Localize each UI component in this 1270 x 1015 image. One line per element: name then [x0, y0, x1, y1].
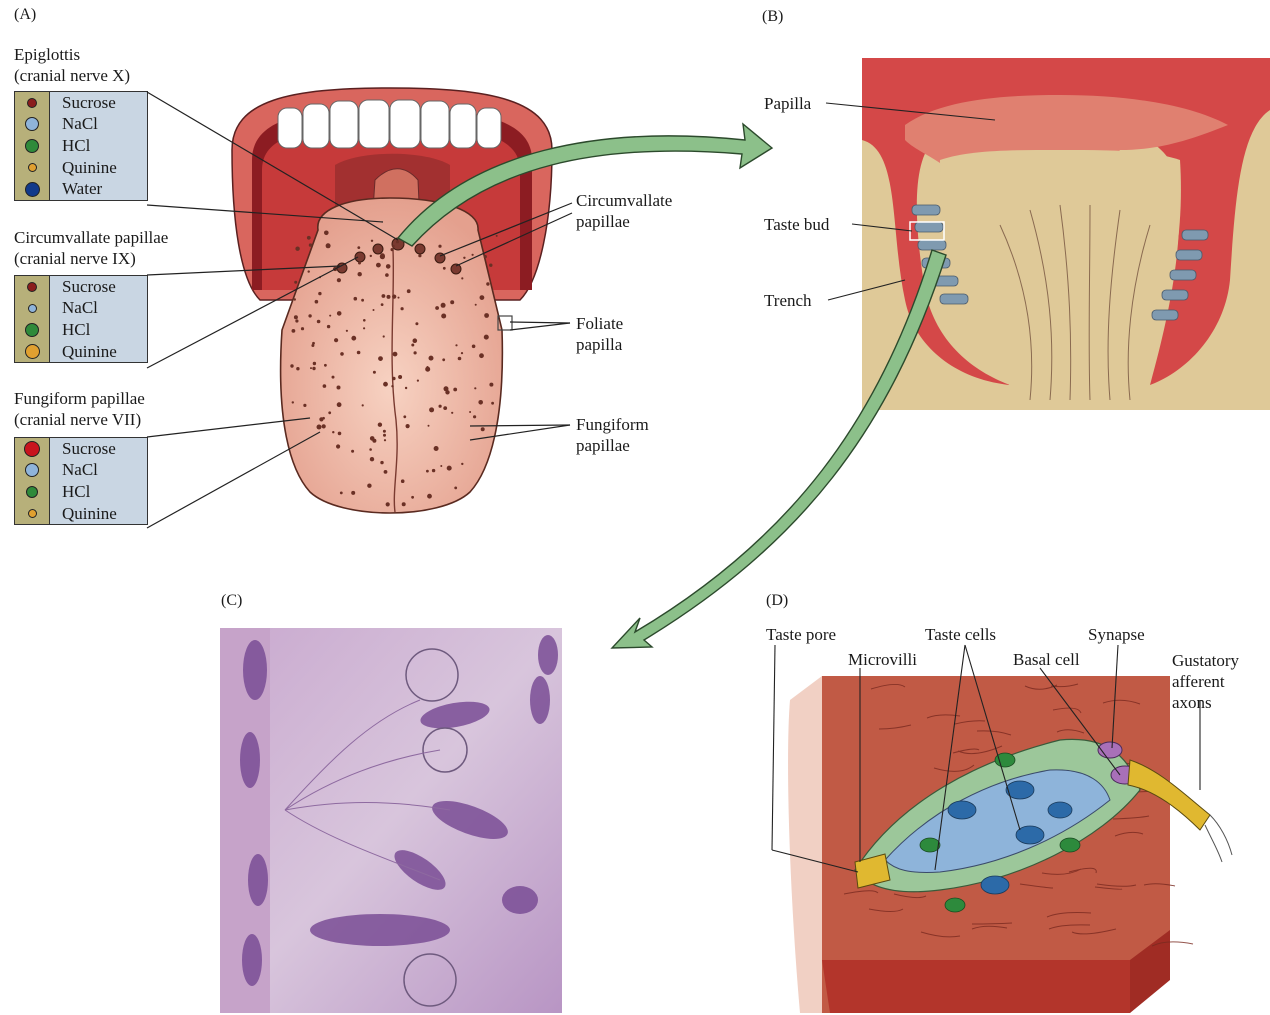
label-trench: Trench — [764, 290, 812, 311]
label-synapse: Synapse — [1088, 624, 1145, 645]
label-foliate-papilla: Foliate papilla — [576, 313, 623, 355]
label-papilla: Papilla — [764, 93, 811, 114]
label-fungiform-papillae: Fungiform papillae — [576, 414, 649, 456]
label-taste-bud: Taste bud — [764, 214, 829, 235]
label-taste-cells: Taste cells — [925, 624, 996, 645]
taste-bud-block — [788, 676, 1232, 1013]
label-gustatory-afferent-axons: Gustatory afferent axons — [1172, 650, 1239, 713]
label-microvilli: Microvilli — [848, 649, 917, 670]
label-circumvallate-papillae: Circumvallate papillae — [576, 190, 672, 232]
label-basal-cell: Basal cell — [1013, 649, 1080, 670]
mouth-drawing — [232, 88, 552, 513]
label-taste-pore: Taste pore — [766, 624, 836, 645]
histology-photo — [220, 628, 562, 1013]
papilla-section — [862, 58, 1270, 410]
